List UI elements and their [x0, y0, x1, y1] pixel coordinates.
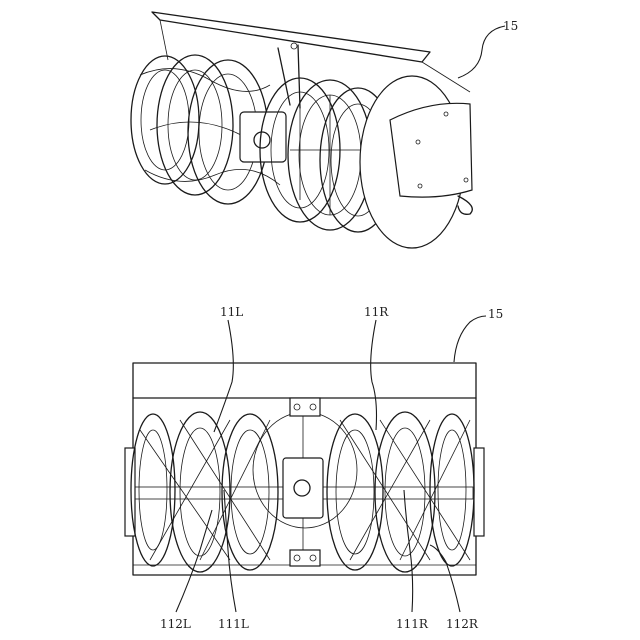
leader-112L: [176, 510, 212, 612]
front-view: 11L 11R 15 112L 111L 111R 112R: [125, 305, 503, 631]
leader-112R: [430, 545, 460, 612]
leader-15-bottom: [454, 316, 486, 362]
leader-11L: [214, 320, 233, 432]
perspective-view: 15: [131, 12, 518, 248]
ref-15-top: 15: [503, 19, 518, 33]
ref-11R: 11R: [364, 305, 389, 319]
leader-111R: [404, 490, 413, 612]
ref-15-bottom: 15: [488, 307, 503, 321]
ref-111R: 111R: [396, 617, 429, 631]
leader-11R: [371, 320, 377, 430]
ref-111L: 111L: [218, 617, 249, 631]
ref-112L: 112L: [160, 617, 191, 631]
ref-112R: 112R: [446, 617, 479, 631]
ref-11L: 11L: [220, 305, 243, 319]
leader-15-top: [458, 26, 505, 78]
